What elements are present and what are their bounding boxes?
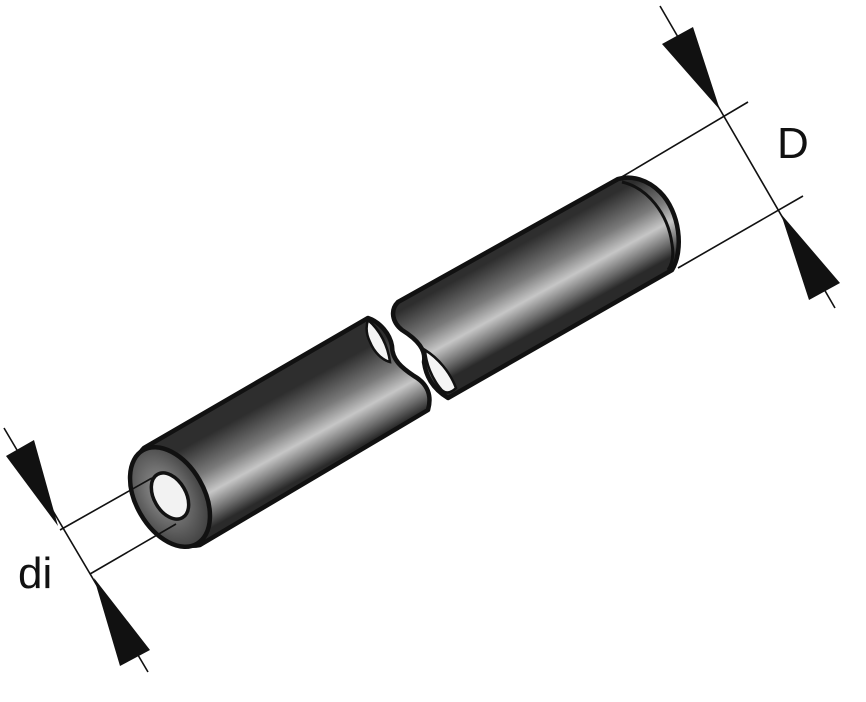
inner-diameter-label: di: [18, 549, 52, 598]
tube-right-break-face: [423, 347, 458, 394]
tube-left-break-face: [365, 317, 392, 364]
tube-right-segment: [390, 175, 681, 401]
extension-line-bottom: [677, 195, 804, 269]
tube-right-end-edge: [621, 180, 675, 271]
outer-diameter-dimension: D: [619, 5, 840, 309]
arrowhead-di-top-icon: [6, 440, 58, 526]
arrowhead-di-bottom-icon: [94, 578, 150, 666]
arrowhead-bottom-icon: [781, 214, 840, 300]
extension-line-top: [619, 101, 749, 179]
tube-right-body: [390, 175, 681, 401]
inner-diameter-dimension: di: [3, 427, 177, 673]
inner-bore: [149, 471, 191, 521]
tube-end-face: [127, 444, 213, 550]
extension-line-bore-bottom: [89, 523, 177, 575]
outer-diameter-label: D: [777, 119, 809, 168]
extension-line-bore-top: [59, 477, 153, 531]
arrowhead-top-icon: [662, 27, 720, 110]
